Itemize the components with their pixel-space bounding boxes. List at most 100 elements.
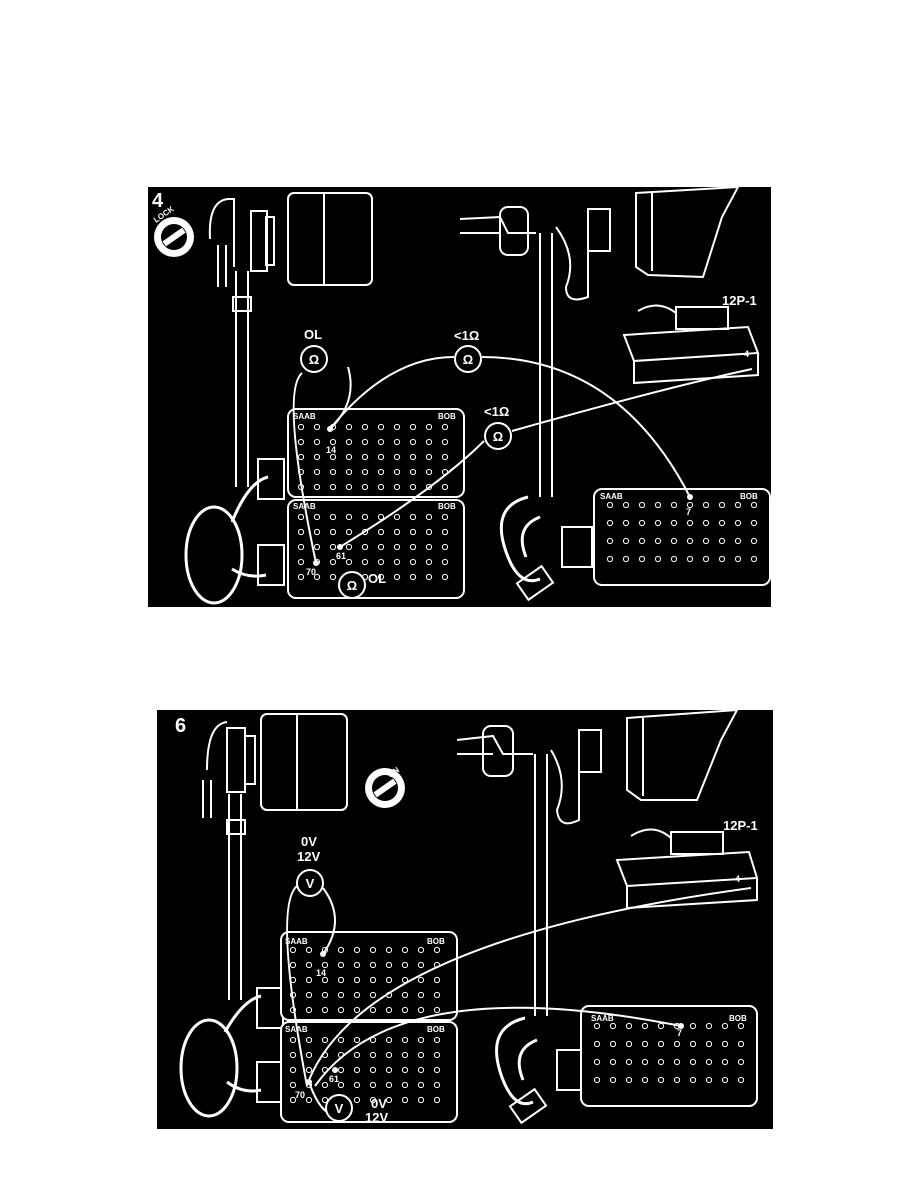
right-breakout-box <box>593 488 771 586</box>
right-breakout-adapter-cable <box>499 495 593 602</box>
pin-hole <box>321 1006 329 1014</box>
ohm-meter-2 <box>454 345 482 373</box>
pin-hole <box>321 991 329 999</box>
ohm-meter-3 <box>484 422 512 450</box>
probe-points <box>313 426 693 566</box>
pin-hole <box>609 1058 617 1066</box>
pin-hole <box>409 558 417 566</box>
pin-hole <box>337 961 345 969</box>
pin-hole <box>321 1081 329 1089</box>
pin-hole <box>638 537 646 545</box>
pin-hole <box>361 423 369 431</box>
pin-hole <box>305 1096 313 1104</box>
right-steering-column-assembly <box>459 187 740 497</box>
pin-hole <box>305 946 313 954</box>
pin-hole <box>353 991 361 999</box>
pin-hole <box>305 1006 313 1014</box>
ignition-key-icon <box>365 768 405 808</box>
box-model-label: BOB <box>427 1025 445 1034</box>
pin-hole <box>425 573 433 581</box>
pin-hole <box>345 513 353 521</box>
volt-meter-2 <box>325 1094 353 1122</box>
pin-hole <box>361 513 369 521</box>
pin-hole <box>734 555 742 563</box>
pin-hole <box>625 1040 633 1048</box>
pin-hole <box>337 946 345 954</box>
pin-hole <box>289 1081 297 1089</box>
pin-hole <box>377 423 385 431</box>
pin-hole <box>625 1058 633 1066</box>
pin-hole <box>718 501 726 509</box>
pin-hole <box>593 1076 601 1084</box>
meter-reading: <1Ω <box>484 404 509 419</box>
meter-reading: OL <box>304 327 322 342</box>
pin-7-label: 7 <box>677 1028 682 1038</box>
pin-hole <box>417 1036 425 1044</box>
pin-7-label: 7 <box>686 507 691 517</box>
pin-hole <box>345 558 353 566</box>
pin-hole <box>721 1040 729 1048</box>
pin-hole <box>289 1066 297 1074</box>
pin-hole <box>750 519 758 527</box>
pin-hole <box>353 961 361 969</box>
pin-hole <box>345 438 353 446</box>
pin-hole <box>305 1066 313 1074</box>
test-lead-wires <box>292 356 753 564</box>
pin-hole <box>705 1022 713 1030</box>
pin-hole <box>702 519 710 527</box>
pin-hole <box>305 991 313 999</box>
pin-hole <box>369 1051 377 1059</box>
pin-hole <box>686 537 694 545</box>
pin-hole <box>638 501 646 509</box>
pin-hole <box>718 555 726 563</box>
pin-hole <box>377 573 385 581</box>
pin-hole <box>689 1040 697 1048</box>
pin-hole <box>441 438 449 446</box>
pin-hole <box>433 1081 441 1089</box>
volt-meter-1 <box>296 869 324 897</box>
pin-hole <box>702 537 710 545</box>
pin-14-label: 14 <box>326 445 336 455</box>
pin-hole <box>313 438 321 446</box>
pin-hole <box>441 528 449 536</box>
connector-12p-1 <box>615 828 759 910</box>
test-lead-wires <box>286 885 752 1113</box>
pin-hole <box>425 558 433 566</box>
pin-hole <box>361 453 369 461</box>
pin-hole <box>393 513 401 521</box>
pin-hole <box>721 1076 729 1084</box>
pin-hole <box>417 1051 425 1059</box>
box-brand-label: SAAB <box>293 412 316 421</box>
box-brand-label: SAAB <box>285 937 308 946</box>
pin-hole <box>385 1006 393 1014</box>
pin-hole <box>622 555 630 563</box>
connector-pin-label: 4 <box>744 349 749 359</box>
pin-hole <box>750 501 758 509</box>
pin-hole <box>670 501 678 509</box>
pin-hole <box>737 1076 745 1084</box>
pin-hole <box>425 468 433 476</box>
pin-hole <box>353 1066 361 1074</box>
pin-hole <box>385 1081 393 1089</box>
pin-hole-grid <box>606 501 758 563</box>
pin-hole <box>638 519 646 527</box>
left-breakout-adapter-cable <box>179 987 284 1118</box>
left-control-unit <box>208 192 373 487</box>
pin-hole <box>641 1058 649 1066</box>
pin-hole <box>718 537 726 545</box>
pin-hole <box>337 1006 345 1014</box>
meter-reading-0v: 0V <box>371 1096 387 1111</box>
pin-hole <box>377 453 385 461</box>
pin-hole <box>401 1096 409 1104</box>
pin-hole <box>638 555 646 563</box>
meter-reading: <1Ω <box>454 328 479 343</box>
pin-hole <box>609 1022 617 1030</box>
pin-hole <box>305 976 313 984</box>
pin-hole <box>689 1058 697 1066</box>
pin-hole <box>401 1006 409 1014</box>
pin-hole <box>289 961 297 969</box>
pin-hole <box>313 453 321 461</box>
pin-hole <box>377 543 385 551</box>
pin-hole <box>622 537 630 545</box>
pin-hole <box>385 1036 393 1044</box>
